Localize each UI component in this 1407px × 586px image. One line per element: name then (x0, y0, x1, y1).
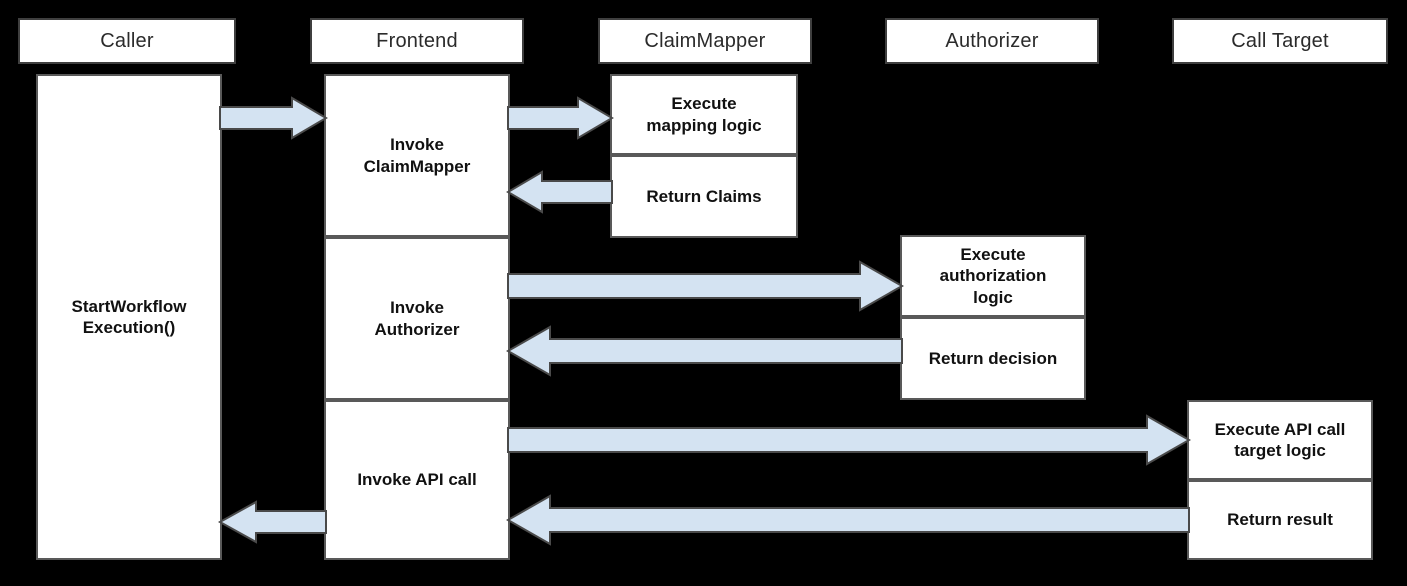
message-arrow-authorizer-to-frontend[interactable] (505, 325, 903, 377)
lifeline-header-caller-label: Caller (100, 29, 154, 52)
activation-frontend-invoke-api-call-label: Invoke API call (357, 470, 477, 490)
activation-frontend-invoke-api-call[interactable]: Invoke API call (324, 400, 510, 560)
lifeline-header-calltarget-label: Call Target (1231, 29, 1329, 52)
activation-authorizer-return-decision[interactable]: Return decision (900, 317, 1086, 400)
lifeline-header-caller[interactable]: Caller (18, 18, 236, 64)
message-arrow-frontend-to-authorizer[interactable] (507, 260, 905, 312)
lifeline-header-claimmapper[interactable]: ClaimMapper (598, 18, 812, 64)
message-arrow-frontend-to-claimmapper[interactable] (507, 96, 614, 140)
lifeline-header-frontend-label: Frontend (376, 29, 458, 52)
activation-authorizer-return-decision-label: Return decision (928, 348, 1058, 368)
activation-claimmapper-return-claims[interactable]: Return Claims (610, 155, 798, 238)
lifeline-header-frontend[interactable]: Frontend (310, 18, 524, 64)
message-arrow-caller-to-frontend[interactable] (219, 96, 328, 140)
lifeline-header-authorizer-label: Authorizer (945, 29, 1039, 52)
lifeline-header-authorizer[interactable]: Authorizer (885, 18, 1099, 64)
message-arrow-frontend-to-caller[interactable] (217, 500, 327, 544)
activation-claimmapper-return-claims-label: Return Claims (646, 186, 762, 206)
activation-calltarget-return-result-label: Return result (1227, 510, 1333, 530)
message-arrow-calltarget-to-frontend[interactable] (505, 494, 1190, 546)
activation-calltarget-return-result[interactable]: Return result (1187, 480, 1373, 560)
lifeline-header-claimmapper-label: ClaimMapper (644, 29, 766, 52)
message-arrow-frontend-to-calltarget[interactable] (507, 414, 1192, 466)
message-arrow-claimmapper-to-frontend[interactable] (506, 170, 613, 214)
lifeline-header-calltarget[interactable]: Call Target (1172, 18, 1388, 64)
